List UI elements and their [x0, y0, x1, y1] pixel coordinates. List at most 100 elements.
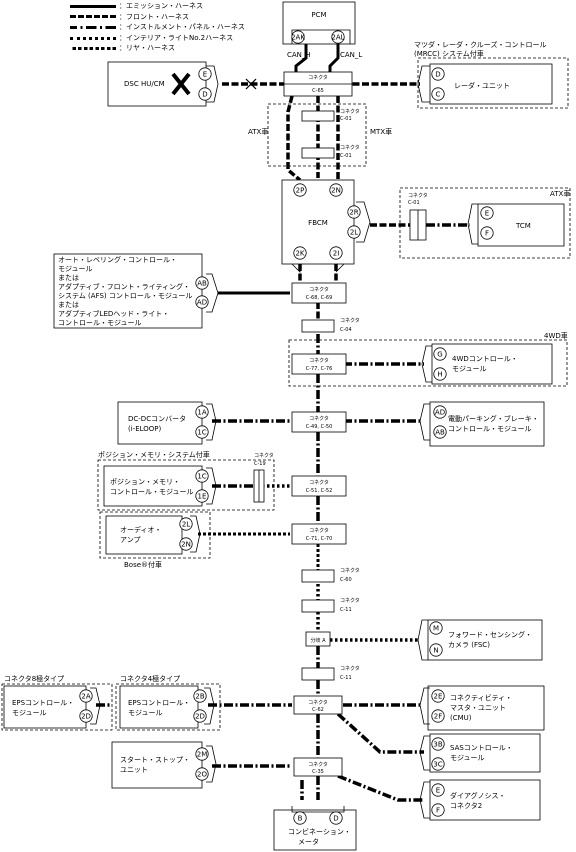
pins-posmem-circle-2	[195, 489, 209, 503]
pcm-label: PCM	[311, 11, 326, 19]
awd-box	[431, 343, 553, 385]
pins-combi-circle-1	[293, 811, 307, 825]
label-eps8-type: コネクタ8極タイプ	[4, 674, 64, 683]
pins-fbcm-right-circle-1	[347, 205, 361, 219]
pins-tcm-circle-2	[480, 226, 494, 240]
pins-fbcm-bottom-circle-1	[293, 246, 307, 260]
label-can-l: CAN_L	[340, 51, 362, 59]
fbcm-label: FBCM	[308, 219, 328, 227]
pins-fbcm-top-text-2: 2N	[331, 187, 341, 195]
pins-tcm-text-1: E	[485, 210, 489, 218]
afs-line-7: アダプティブLEDヘッド・ライト・	[58, 309, 169, 318]
pins-pcm-circle-2	[331, 30, 345, 44]
svg-text:コネクタ: コネクタ	[340, 665, 360, 672]
dsc-box	[107, 61, 207, 107]
startstop-box	[111, 741, 203, 789]
pins-dcdc-text-2: 1C	[197, 429, 206, 437]
epb-box	[429, 401, 545, 447]
pins-afs-text-2: AD	[197, 299, 207, 307]
pins-eps4-circle-2	[193, 709, 207, 723]
connector-c77: コネクタ C-77, C-76	[291, 353, 347, 375]
pins-combi-circle-2	[329, 811, 343, 825]
branch-a: 分岐 A	[305, 631, 331, 647]
pins-cmu-text-1: 2E	[434, 693, 443, 701]
svg-text:コネクタ: コネクタ	[309, 415, 329, 422]
svg-text:C-01: C-01	[340, 116, 352, 122]
pins-radar-text-2: C	[436, 91, 441, 99]
epb-line-1: 電動パーキング・ブレーキ・	[448, 414, 539, 423]
svg-text:C-35: C-35	[312, 769, 324, 775]
pins-dsc-circle-1	[198, 67, 212, 81]
eps4-line-2: モジュール	[128, 709, 163, 717]
pins-cmu-text-2: 2F	[434, 713, 442, 721]
epb-line-2: コントロール・モジュール	[448, 425, 532, 433]
pins-dcdc-circle-2	[195, 425, 209, 439]
wire-pcm-canh	[294, 44, 308, 72]
pins-radar-text-1: D	[435, 71, 440, 79]
wire-pcm-canl	[328, 44, 340, 72]
afs-line-8: コントロール・モジュール	[58, 319, 142, 327]
svg-text:分岐 A: 分岐 A	[310, 637, 326, 644]
afs-box	[53, 253, 203, 329]
pins-fbcm-right-text-1: 2R	[349, 209, 358, 217]
pins-diag: EF	[419, 781, 445, 819]
pins-diag-text-1: E	[436, 787, 440, 795]
pins-combi-text-1: B	[298, 815, 303, 823]
pins-awd-circle-2	[433, 367, 447, 381]
pins-sas-text-2: 3C	[433, 761, 442, 769]
pins-eps4-text-1: 2B	[195, 693, 204, 701]
pins-eps4-circle-1	[193, 689, 207, 703]
eps8-line-2: モジュール	[12, 709, 47, 717]
fbcm-box	[281, 179, 355, 265]
cmu-box	[427, 685, 545, 731]
connector-c01b: コネクタ C-01	[301, 144, 360, 159]
pins-awd-text-1: G	[437, 351, 442, 359]
fsc-line-2: カメラ (FSC)	[448, 641, 490, 649]
pins-fbcm-top-text-1: 2P	[296, 187, 305, 195]
cmu-line-3: (CMU)	[450, 714, 472, 722]
afs-line-4: アダプティブ・フロント・ライティング・	[58, 282, 190, 291]
posmem-line-2: コントロール・モジュール	[110, 488, 194, 496]
diag-line-2: コネクタ2	[450, 801, 482, 810]
svg-text:C-51, C-52: C-51, C-52	[306, 488, 333, 494]
pins-sas-circle-2	[431, 757, 445, 771]
pins-fbcm-bottom-text-1: 2K	[295, 250, 304, 258]
pins-tcm: EF	[467, 203, 494, 245]
awd-line-1: 4WDコントロール・	[452, 355, 518, 363]
label-bose: Bose®付車	[124, 560, 162, 569]
svg-text:C-19: C-19	[254, 461, 266, 467]
pins-fsc-text-1: M	[433, 625, 439, 633]
pins-diag-circle-1	[431, 783, 445, 797]
svg-text:コネクタ: コネクタ	[309, 479, 329, 486]
svg-text:コネクタ: コネクタ	[340, 567, 360, 574]
pins-dsc: ED	[198, 65, 219, 103]
diag-box	[429, 779, 541, 821]
x-mark-icon	[245, 78, 257, 90]
afs-line-6: または	[58, 301, 79, 309]
wire-c35-diag	[337, 774, 424, 802]
pins-pcm-circle-1	[291, 30, 305, 44]
pins-audio-text-1: 2L	[182, 521, 190, 529]
svg-text:C-11: C-11	[340, 607, 352, 613]
pins-epb-text-2: AB	[435, 429, 445, 437]
connector-c11a: コネクタ C-11	[301, 597, 360, 613]
pins-audio-circle-2	[179, 537, 193, 551]
pins-startstop-circle-2	[195, 767, 209, 781]
fsc-line-1: フォワード・センシング・	[448, 630, 532, 639]
pins-startstop-text-2: 2O	[197, 771, 207, 779]
svg-text:コネクタ: コネクタ	[340, 108, 360, 115]
svg-text:C-49, C-50: C-49, C-50	[306, 424, 333, 430]
label-posmem-group: ポジション・メモリ・システム付車	[98, 450, 210, 459]
sas-box	[429, 733, 541, 773]
svg-text:C-01: C-01	[340, 153, 352, 159]
label-atx1: ATX車	[248, 127, 268, 136]
group-atx-tcm	[399, 187, 571, 259]
